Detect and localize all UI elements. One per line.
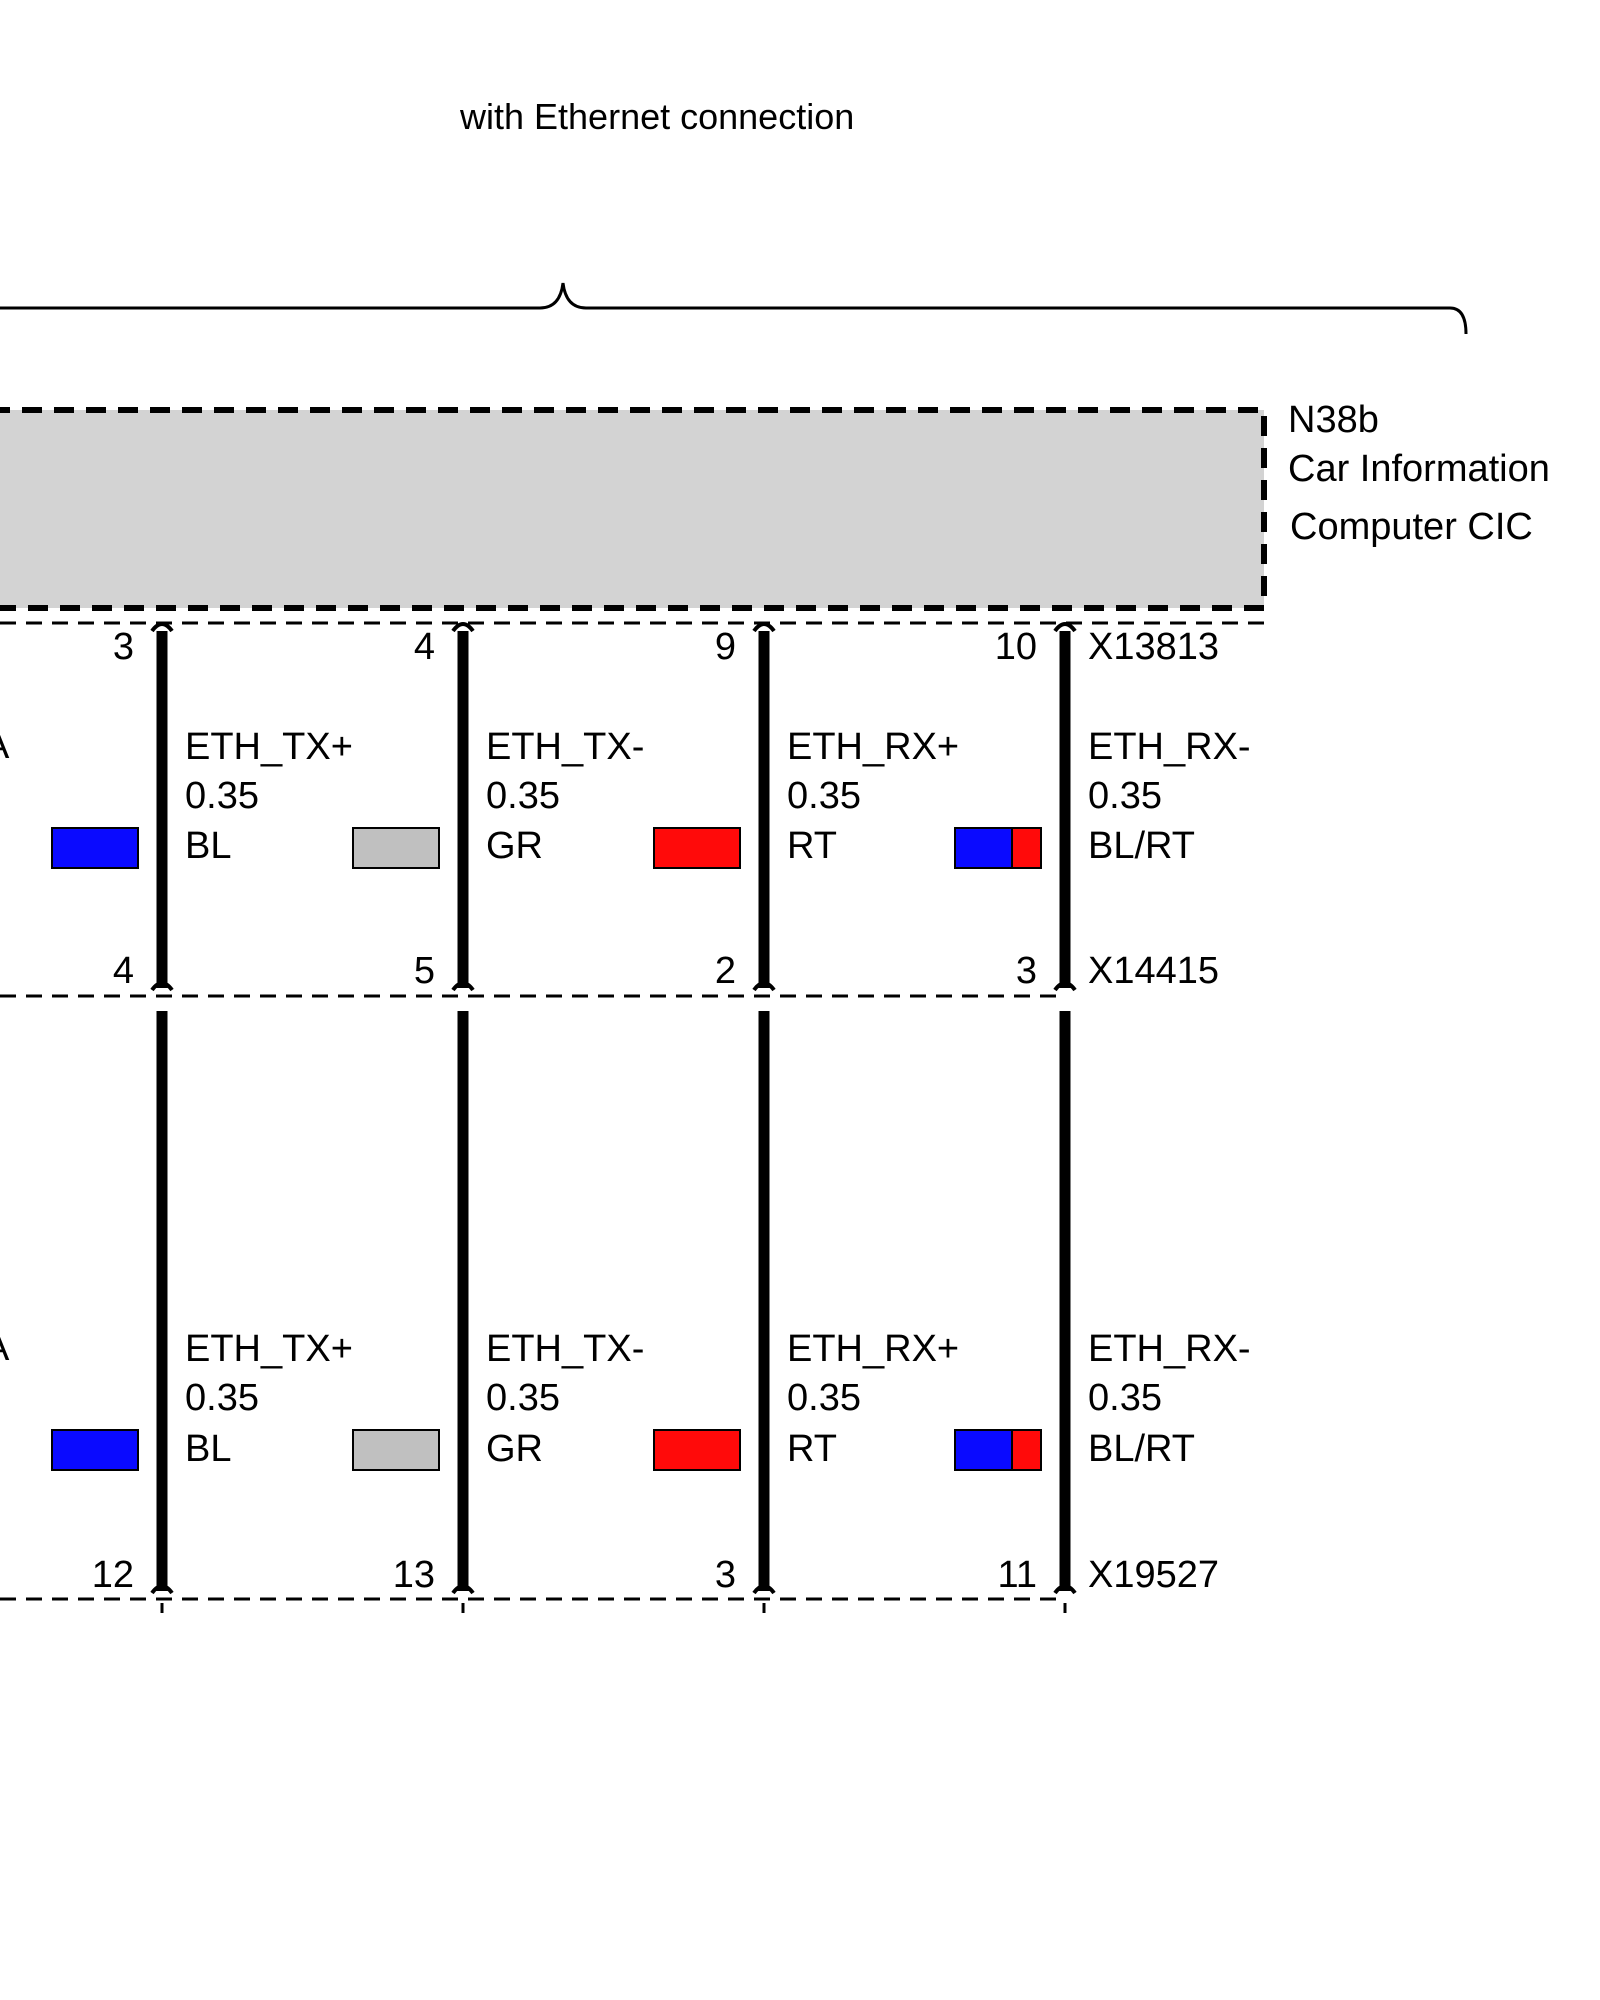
pin-bottom: 11 (998, 1554, 1037, 1596)
wire-color-lower: GR (486, 1428, 543, 1470)
wire-graphics (352, 622, 475, 1613)
terminal-pin (451, 981, 475, 992)
wire-group: 10 3 11 ETH_RX- 0.35 BL/RT ETH_RX- 0.35 … (954, 622, 1251, 1613)
pin-top: 9 (715, 626, 736, 668)
wire-gauge-upper: 0.35 (486, 775, 560, 817)
terminal-pin (451, 1584, 475, 1595)
wire-color-upper: RT (787, 825, 837, 867)
connector-label-middle: X14415 (1088, 950, 1219, 992)
wire-color-lower: BL/RT (1088, 1428, 1195, 1470)
wire-graphics (653, 622, 776, 1613)
signal-name-lower: ETH_RX- (1088, 1328, 1251, 1370)
wire-gauge-lower: 0.35 (787, 1377, 861, 1419)
signal-name-upper: ETH_TX+ (185, 726, 353, 768)
terminal-pin (752, 981, 776, 992)
wire-gauge-upper: 0.35 (787, 775, 861, 817)
signal-name-upper: ETH_TX- (486, 726, 644, 768)
terminal-pin (150, 1584, 174, 1595)
wire-color-swatch (653, 1429, 741, 1471)
terminal-pin (1053, 1584, 1077, 1595)
pin-middle: 3 (1016, 950, 1037, 992)
wire-color-upper: BL/RT (1088, 825, 1195, 867)
wire-color-swatch (954, 1429, 1013, 1471)
signal-name-upper: ETH_RX+ (787, 726, 959, 768)
connector-label-bottom: X19527 (1088, 1554, 1219, 1596)
pin-bottom: 12 (92, 1554, 134, 1596)
pin-bottom: 13 (393, 1554, 435, 1596)
wire-gauge-lower: 0.35 (486, 1377, 560, 1419)
pin-top: 4 (414, 626, 435, 668)
wire-group: 4 5 13 ETH_TX- 0.35 GR ETH_TX- 0.35 GR (352, 622, 644, 1613)
pin-top: 3 (113, 626, 134, 668)
terminal-pin (451, 622, 475, 633)
wire-gauge-upper: 0.35 (185, 775, 259, 817)
wire-color-swatch (51, 827, 139, 869)
module-code: N38b (1288, 399, 1379, 441)
terminal-pin (150, 981, 174, 992)
terminal-pin (1053, 981, 1077, 992)
pin-middle: 2 (715, 950, 736, 992)
signal-name-lower: ETH_RX+ (787, 1328, 959, 1370)
group-brace (0, 282, 1468, 335)
connector-label-top: X13813 (1088, 626, 1219, 668)
pin-top: 10 (995, 626, 1037, 668)
wire-color-upper: GR (486, 825, 543, 867)
signal-name-lower: ETH_TX- (486, 1328, 644, 1370)
terminal-pin (150, 622, 174, 633)
wire-color-swatch (51, 1429, 139, 1471)
left-fragment-lower: A (0, 1327, 10, 1369)
wire-gauge-upper: 0.35 (1088, 775, 1162, 817)
wire-color-upper: BL (185, 825, 231, 867)
wire-color-lower: RT (787, 1428, 837, 1470)
wire-gauge-lower: 0.35 (1088, 1377, 1162, 1419)
wire-color-swatch (653, 827, 741, 869)
terminal-pin (752, 1584, 776, 1595)
terminal-pin (1053, 622, 1077, 633)
wire-color-lower: BL (185, 1428, 231, 1470)
module-name-line2: Computer CIC (1290, 506, 1533, 548)
wire-color-swatch (954, 827, 1013, 869)
signal-name-lower: ETH_TX+ (185, 1328, 353, 1370)
wire-group: 9 2 3 ETH_RX+ 0.35 RT ETH_RX+ 0.35 RT (653, 622, 959, 1613)
wire-graphics (51, 622, 174, 1613)
pin-middle: 5 (414, 950, 435, 992)
wire-gauge-lower: 0.35 (185, 1377, 259, 1419)
pin-middle: 4 (113, 950, 134, 992)
pin-bottom: 3 (715, 1554, 736, 1596)
wire-color-swatch (352, 1429, 440, 1471)
module-box (0, 407, 1267, 611)
signal-name-upper: ETH_RX- (1088, 726, 1251, 768)
diagram-title: with Ethernet connection (459, 96, 854, 137)
wire-group: 3 4 12 ETH_TX+ 0.35 BL ETH_TX+ 0.35 BL (51, 622, 353, 1613)
left-fragment-upper: A (0, 725, 10, 767)
module-name-line1: Car Information (1288, 448, 1550, 490)
terminal-pin (752, 622, 776, 633)
wire-color-swatch (352, 827, 440, 869)
wire-color-swatch-stripe (1011, 827, 1042, 869)
wire-graphics (954, 622, 1077, 1613)
wire-color-swatch-stripe (1011, 1429, 1042, 1471)
